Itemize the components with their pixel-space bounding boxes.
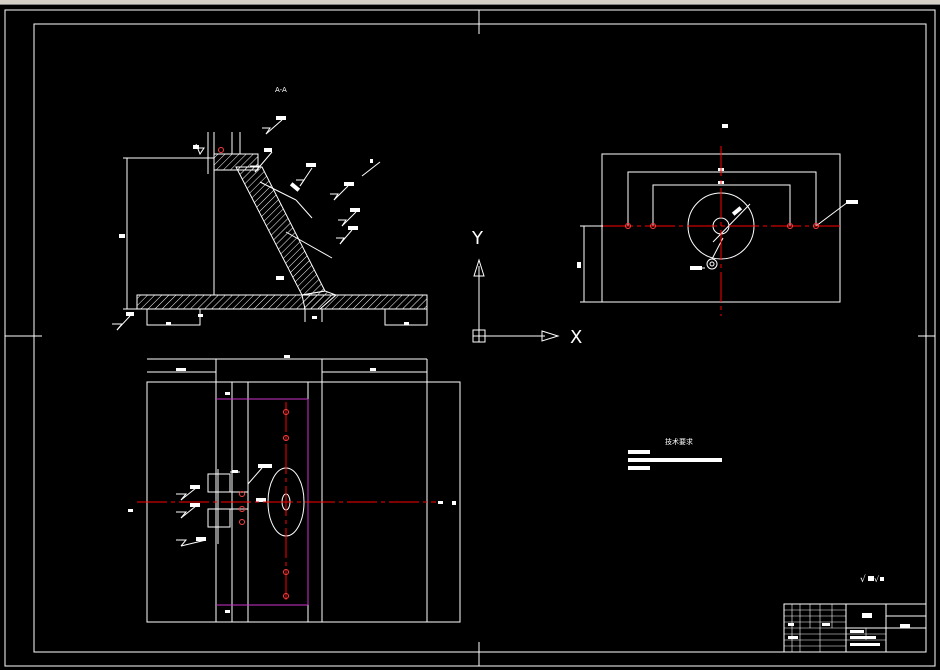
general-roughness: √ √	[860, 574, 884, 585]
roughness-symbol-icon: √	[860, 574, 866, 585]
ucs-axis-icon: Y X	[471, 228, 582, 348]
axis-x-label: X	[570, 327, 582, 348]
inclined-rib-section	[235, 166, 326, 296]
side-view	[577, 124, 858, 316]
plan-view	[128, 355, 461, 623]
drawing-canvas[interactable]: A-A	[0, 4, 940, 670]
drawing-frame	[4, 9, 936, 667]
svg-text:√: √	[874, 575, 880, 584]
front-view: A-A	[112, 86, 428, 331]
title-block	[783, 603, 927, 653]
technical-notes: 技术要求	[628, 437, 722, 470]
window-title-bar	[0, 0, 940, 5]
base-plate-section	[136, 294, 428, 310]
notes-heading: 技术要求	[665, 437, 693, 446]
top-boss-section	[213, 153, 259, 171]
axis-y-label: Y	[471, 228, 484, 249]
svg-text:A-A: A-A	[275, 86, 287, 94]
roughness-callouts	[112, 116, 360, 331]
